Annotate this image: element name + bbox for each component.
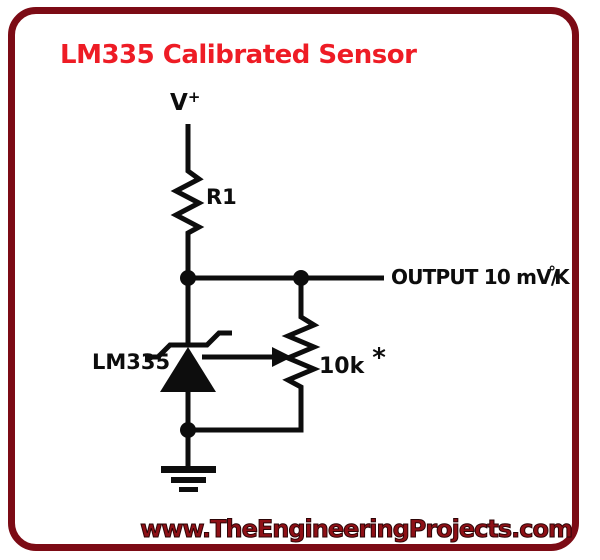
output-label-suffix: K [554,265,569,289]
potentiometer-label: 10k * [319,343,386,379]
decorative-border [8,7,579,551]
potentiometer-value: 10k [319,354,365,379]
potentiometer-symbol [188,278,321,433]
website-url: www.TheEngineeringProjects.com [140,515,574,544]
asterisk-note-mark: * [372,343,386,373]
wiper-arrow-icon [202,347,292,367]
supply-voltage-label: V+ [170,88,200,116]
output-label-prefix: OUTPUT 10 mV/ [391,265,558,289]
supply-voltage-plus: + [187,88,201,106]
resistor-r1-symbol [170,124,205,278]
resistor-r1-label: R1 [206,185,237,209]
ground-icon [161,466,216,492]
degree-symbol: ° [548,263,556,281]
supply-voltage-base: V [170,90,188,116]
sensor-lm335-label: LM335 [92,350,171,374]
output-label: OUTPUT 10 mV/°K [391,263,570,289]
page-title: LM335 Calibrated Sensor [60,40,417,70]
